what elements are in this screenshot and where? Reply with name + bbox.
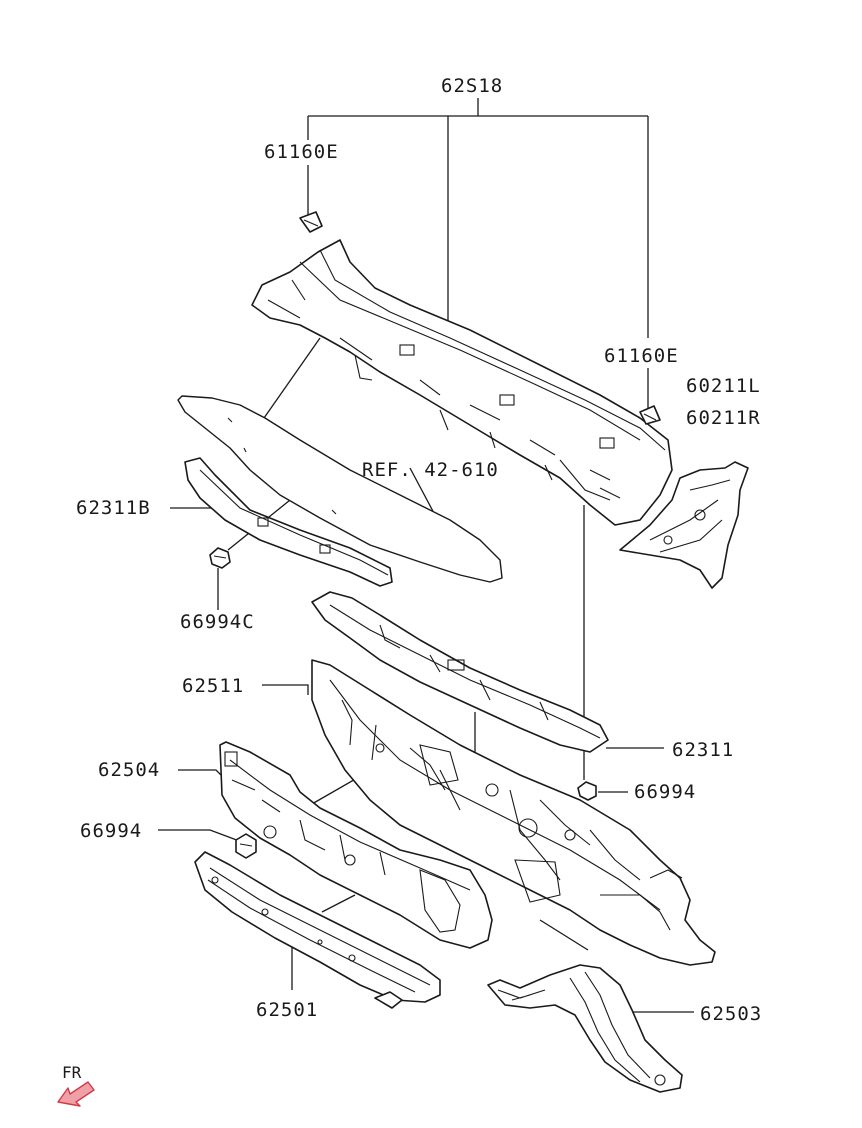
tunnel-62503: [487, 964, 683, 1093]
label-66994-right: 66994: [634, 781, 696, 803]
label-62311: 62311: [672, 739, 734, 761]
panel-62504: [219, 741, 493, 949]
panel-62311B: [184, 457, 393, 587]
nut-lower-left-icon: [235, 833, 257, 859]
part-labels: 62S18 61160E 61160E 60211L 60211R REF. 4…: [76, 75, 762, 1025]
label-62311b: 62311B: [76, 497, 151, 519]
label-62501: 62501: [256, 999, 318, 1021]
label-66994-left: 66994: [80, 820, 142, 842]
nut-upper-left-icon: [209, 547, 231, 569]
label-clip-right: 61160E: [604, 345, 679, 367]
label-bracket-l: 60211L: [686, 375, 761, 397]
side-bracket: [619, 461, 749, 589]
front-direction-arrow-icon: [57, 1081, 95, 1107]
label-62504: 62504: [98, 759, 160, 781]
label-bracket-r: 60211R: [686, 407, 761, 429]
fr-label: FR: [62, 1063, 82, 1082]
label-62511: 62511: [182, 675, 244, 697]
label-clip-left: 61160E: [264, 141, 339, 163]
panel-62311: [311, 591, 609, 753]
label-62503: 62503: [700, 1003, 762, 1025]
front-direction-indicator: FR: [57, 1063, 95, 1107]
crossmember-62501: [194, 851, 441, 1009]
label-reference: REF. 42-610: [362, 459, 499, 481]
label-62s18: 62S18: [441, 75, 503, 97]
clip-right-icon: [639, 405, 661, 425]
nut-right-icon: [577, 781, 597, 801]
reference-outline: [177, 395, 503, 583]
cowl-top-panel: [251, 239, 673, 526]
label-66994c: 66994C: [180, 611, 255, 633]
dash-panel: [311, 659, 716, 966]
clip-left-icon: [299, 211, 323, 233]
